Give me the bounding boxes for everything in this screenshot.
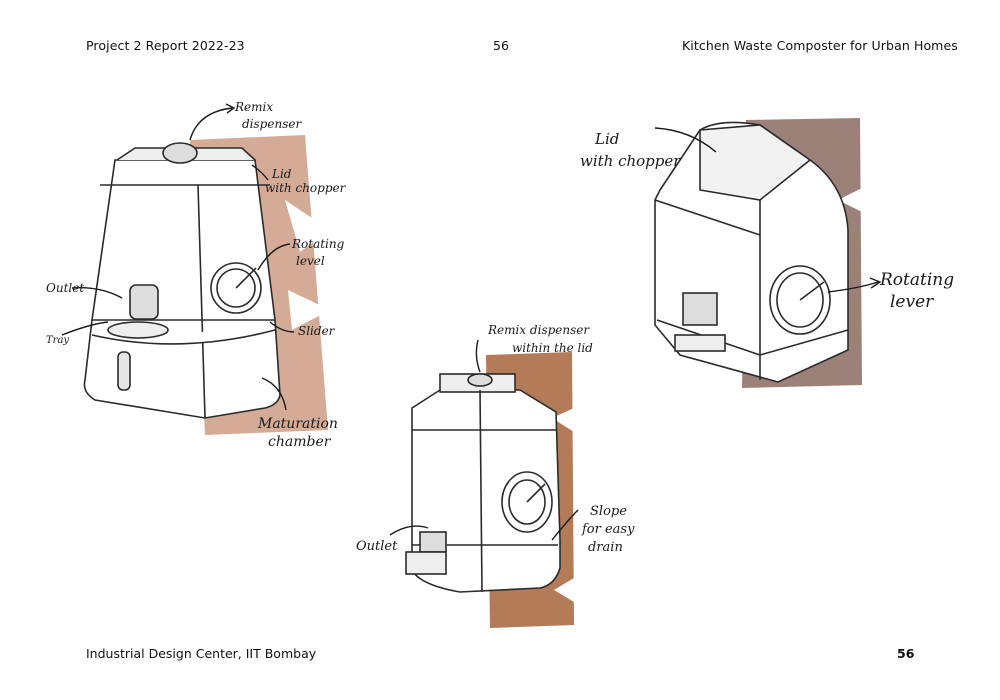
- sketch-3-slope-label-1: Slope: [590, 504, 627, 519]
- sketch-2-lid-label-2: with chopper: [580, 152, 681, 170]
- sketch-2-rotating-label-2: lever: [890, 292, 934, 312]
- sketch-1-outlet-label: Outlet: [46, 281, 84, 295]
- header-right: Kitchen Waste Composter for Urban Homes: [682, 38, 958, 53]
- sketch-3-slope-label-3: drain: [588, 540, 623, 555]
- sketch-1-remix-label-2: dispenser: [242, 117, 302, 131]
- sketch-1-rotating-label-1: Rotating: [291, 237, 345, 251]
- sketch-1-lid-label-2: with chopper: [265, 181, 347, 195]
- sketch-2-body: [654, 121, 849, 383]
- header-page-number: 56: [493, 38, 510, 53]
- footer-left: Industrial Design Center, IIT Bombay: [86, 646, 317, 661]
- sketch-1-remix-label-1: Remix: [234, 100, 273, 114]
- sketch-1-rotating-label-2: level: [296, 254, 325, 268]
- sketch-3-body: [405, 373, 561, 593]
- sketch-1-tray-label: Tray: [46, 335, 69, 346]
- sketch-2-rotating-label-1: Rotating: [879, 270, 954, 290]
- sketch-3-outlet-label: Outlet: [356, 539, 398, 554]
- header-left: Project 2 Report 2022-23: [86, 38, 245, 53]
- sketch-1-body: [83, 142, 281, 419]
- sketch-2-lid-label-1: Lid: [594, 130, 619, 148]
- sketch-3-remix-label-2: within the lid: [512, 341, 593, 355]
- sketch-3-slope-label-2: for easy: [581, 522, 635, 537]
- sketch-3-remix-label-1: Remix dispenser: [487, 323, 590, 337]
- footer-page-number: 56: [897, 646, 915, 661]
- sketch-1-lid-label-1: Lid: [271, 167, 292, 181]
- sketch-1-slider-label: Slider: [298, 324, 336, 338]
- sketch-2: Lid with chopper Rotating lever: [580, 118, 954, 388]
- sketch-3: Remix dispenser within the lid Outlet Sl…: [356, 323, 635, 628]
- sketch-1-maturation-label-2: chamber: [268, 434, 332, 450]
- sketch-1-maturation-label-1: Maturation: [257, 416, 338, 432]
- sketch-1: Remix dispenser Lid with chopper Rotatin…: [46, 100, 347, 450]
